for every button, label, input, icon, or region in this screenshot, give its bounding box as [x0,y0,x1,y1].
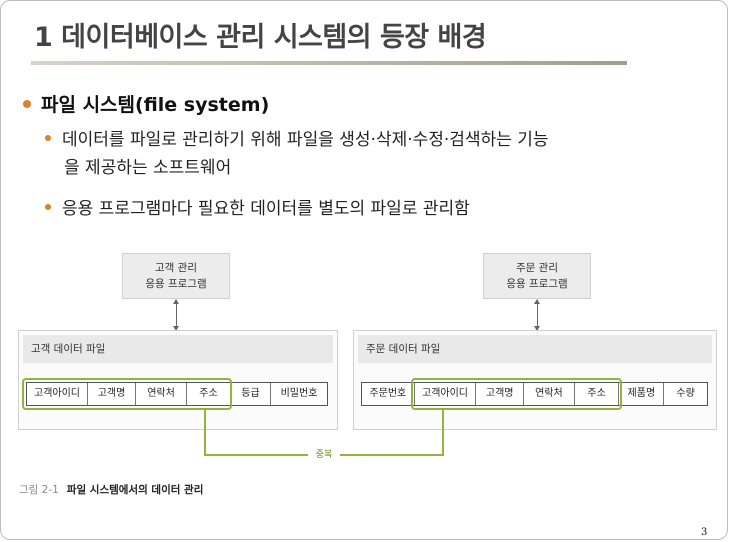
sub-bullet-2-line1: 응용 프로그램마다 필요한 데이터를 별도의 파일로 관리함 [62,199,470,219]
figure-caption-text: 파일 시스템에서의 데이터 관리 [66,484,204,496]
field-cell: 제품명 [619,383,665,405]
title-underline [31,61,627,65]
sub-bullet-1: 데이터를 파일로 관리하기 위해 파일을 생성·삭제·수정·검색하는 기능 을 … [45,126,549,182]
order-field-row: 주문번호 고객아이디 고객명 연락처 주소 제품명 수량 [361,382,708,406]
field-cell: 주소 [575,383,620,405]
customer-file-title: 고객 데이터 파일 [23,335,333,363]
customer-field-row: 고객아이디 고객명 연락처 주소 등급 비밀번호 [26,382,328,406]
bullet-dot-icon [45,135,51,141]
field-cell: 고객명 [88,383,136,405]
customer-link-arrow-icon [173,299,179,331]
order-program-box: 주문 관리 응용 프로그램 [483,253,591,299]
sub-bullet-1-line1: 데이터를 파일로 관리하기 위해 파일을 생성·삭제·수정·검색하는 기능 [62,130,549,150]
field-cell: 비밀번호 [280,388,318,399]
field-cell: 고객아이디 [27,383,88,405]
bullet-dot-icon [23,99,31,108]
field-cell: 연락처 [524,383,575,405]
bullet-dot-icon [45,204,51,210]
customer-data-file: 고객 데이터 파일 [18,330,338,430]
field-cell: 수량 [676,388,695,399]
page-number: 3 [701,527,708,538]
customer-program-box: 고객 관리 응용 프로그램 [122,253,230,299]
duplicate-connector-right [442,409,444,456]
sub-bullet-2: 응용 프로그램마다 필요한 데이터를 별도의 파일로 관리함 [45,195,470,223]
order-link-arrow-icon [534,299,540,331]
order-duplicate-highlight [411,378,622,410]
customer-program-line2: 응용 프로그램 [145,278,207,290]
duplicate-label: 중복 [308,448,340,462]
order-program-line1: 주문 관리 [516,262,558,274]
customer-duplicate-highlight [22,378,232,410]
slide-title: 1 데이터베이스 관리 시스템의 등장 배경 [34,22,487,53]
order-file-title: 주문 데이터 파일 [358,335,712,363]
main-bullet-text: 파일 시스템(file system) [41,94,270,116]
duplicate-connector-left [204,409,206,456]
field-cell: 고객명 [476,383,525,405]
sub-bullet-1-line2: 을 제공하는 소프트웨어 [64,158,232,178]
field-cell: 등급 [231,383,271,405]
field-cell: 주문번호 [362,383,415,405]
field-cell: 고객아이디 [415,383,477,405]
customer-program-line1: 고객 관리 [155,262,197,274]
field-cell: 연락처 [136,383,187,405]
main-bullet: 파일 시스템(file system) [23,90,269,117]
figure-caption: 그림 2-1 파일 시스템에서의 데이터 관리 [19,482,203,497]
figure-number: 그림 2-1 [19,484,59,496]
order-program-line2: 응용 프로그램 [506,278,568,290]
